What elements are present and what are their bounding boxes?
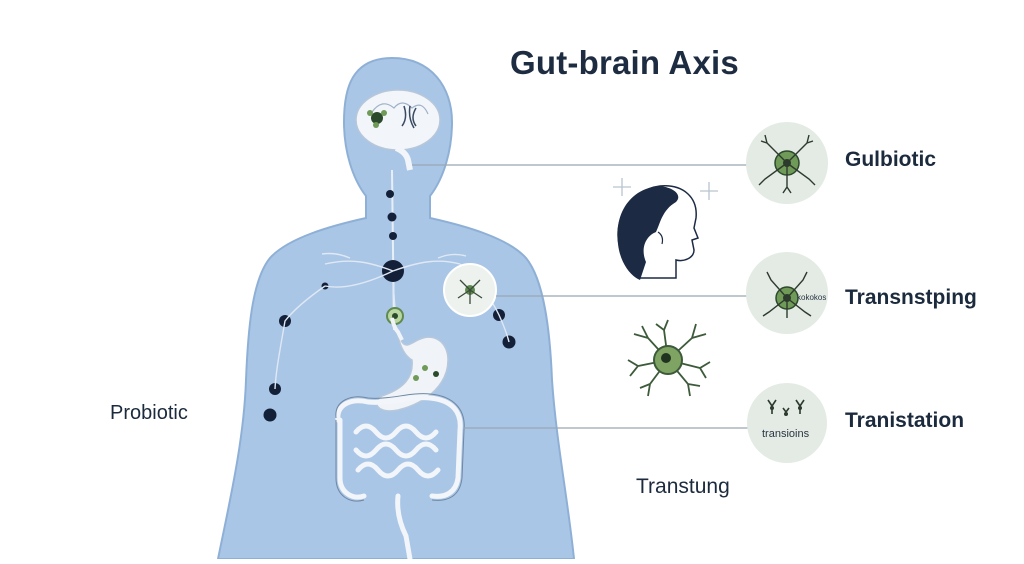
label-gulbiotic: Gulbiotic: [845, 148, 936, 171]
nerve-branches: [274, 252, 510, 390]
circle-text-kokokos: kokokos: [797, 293, 827, 302]
connector-lines: [412, 164, 748, 429]
spine-node-3: [389, 232, 397, 240]
label-probiotic: Probiotic: [110, 402, 188, 424]
chest-neuron-icon: [443, 263, 497, 317]
central-neuron-icon: [627, 319, 711, 397]
brain-icon: [355, 89, 441, 171]
intestine-icon: [335, 395, 463, 562]
vagus-node-icon: [386, 307, 404, 325]
label-transnstping: Transnstping: [845, 286, 977, 309]
circle-text-transioins: transioins: [762, 428, 810, 440]
head-profile-icon: [617, 185, 699, 280]
intestine-outline: [335, 393, 465, 502]
gulbiotic-neuron-icon: [746, 122, 828, 204]
stomach-icon: [376, 317, 449, 412]
diagram-title: Gut-brain Axis: [510, 44, 739, 81]
label-transtung: Transtung: [636, 475, 730, 498]
sparkle-icon: [613, 178, 718, 200]
arm-node-left-3: [263, 408, 277, 422]
label-tranistation: Tranistation: [845, 409, 965, 432]
spine-node-2: [387, 212, 397, 222]
transnstping-neuron-icon: [746, 252, 828, 334]
tranistation-neuron-icon: [747, 383, 827, 463]
spine-node-1: [386, 190, 394, 198]
